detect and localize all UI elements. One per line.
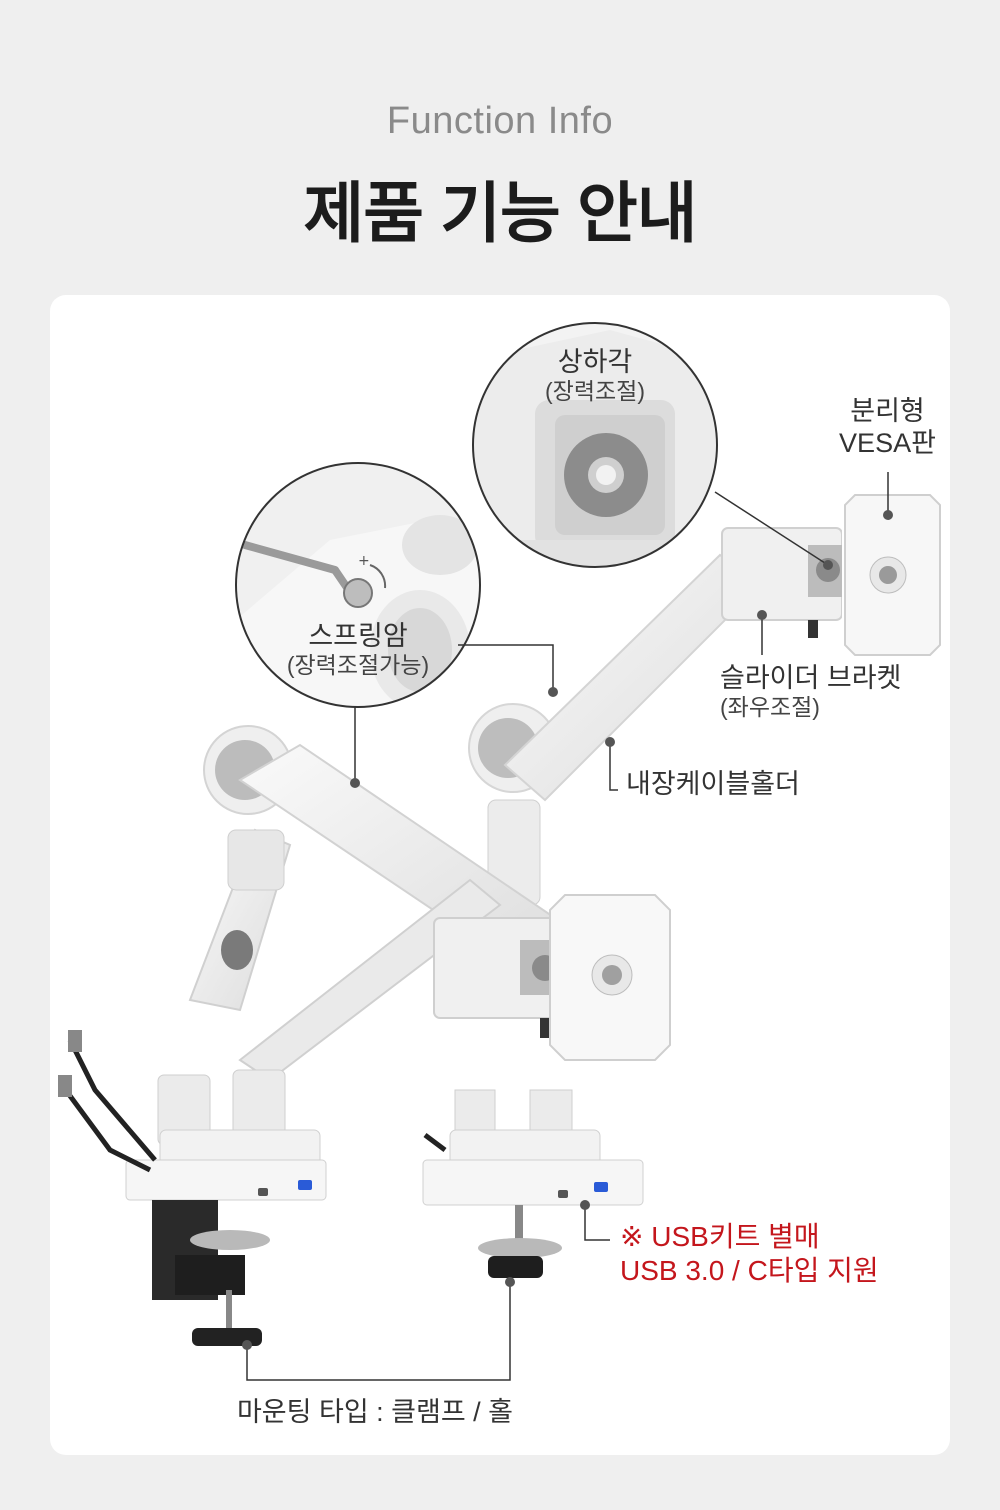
spring-callout: 스프링암 (장력조절가능) [270,620,446,680]
slider-sub: (좌우조절) [720,694,820,721]
mount-callout: 마운팅 타입 : 클램프 / 홀 [230,1396,520,1428]
callout-dots [242,510,893,1350]
usb-line2: USB 3.0 / C타입 지원 [620,1254,879,1286]
slider-title: 슬라이더 브라켓 [720,663,902,693]
tilt-zoom-circle [472,322,718,568]
page-title: 제품 기능 안내 [303,176,698,250]
leader-lines [246,472,889,1381]
cable-callout: 내장케이블홀더 [626,768,826,800]
lower-arm [188,725,671,1082]
usb-callout: ※ USB키트 별매 USB 3.0 / C타입 지원 [620,1220,900,1287]
spring-sub: (장력조절가능) [286,652,430,679]
tilt-callout: 상하각 (장력조절) [520,346,670,406]
svg-text:+: + [358,553,370,569]
upper-arm [468,494,941,906]
tilt-title: 상하각 [557,347,633,377]
tilt-sub: (장력조절) [545,378,645,405]
cable-title: 내장케이블홀더 [626,769,800,799]
left-base [58,1030,327,1346]
section-subtitle: Function Info [386,100,614,142]
spring-zoom-circle: + [235,462,481,708]
mount-title: 마운팅 타입 : 클램프 / 홀 [236,1397,514,1427]
usb-line1: ※ USB키트 별매 [620,1221,820,1252]
right-base [422,1089,644,1278]
slider-callout: 슬라이더 브라켓 (좌우조절) [720,662,940,722]
vesa-callout: 분리형 VESA판 [820,395,955,460]
vesa-line2: VESA판 [839,428,936,459]
vesa-line1: 분리형 [850,396,925,426]
spring-title: 스프링암 [308,621,408,651]
